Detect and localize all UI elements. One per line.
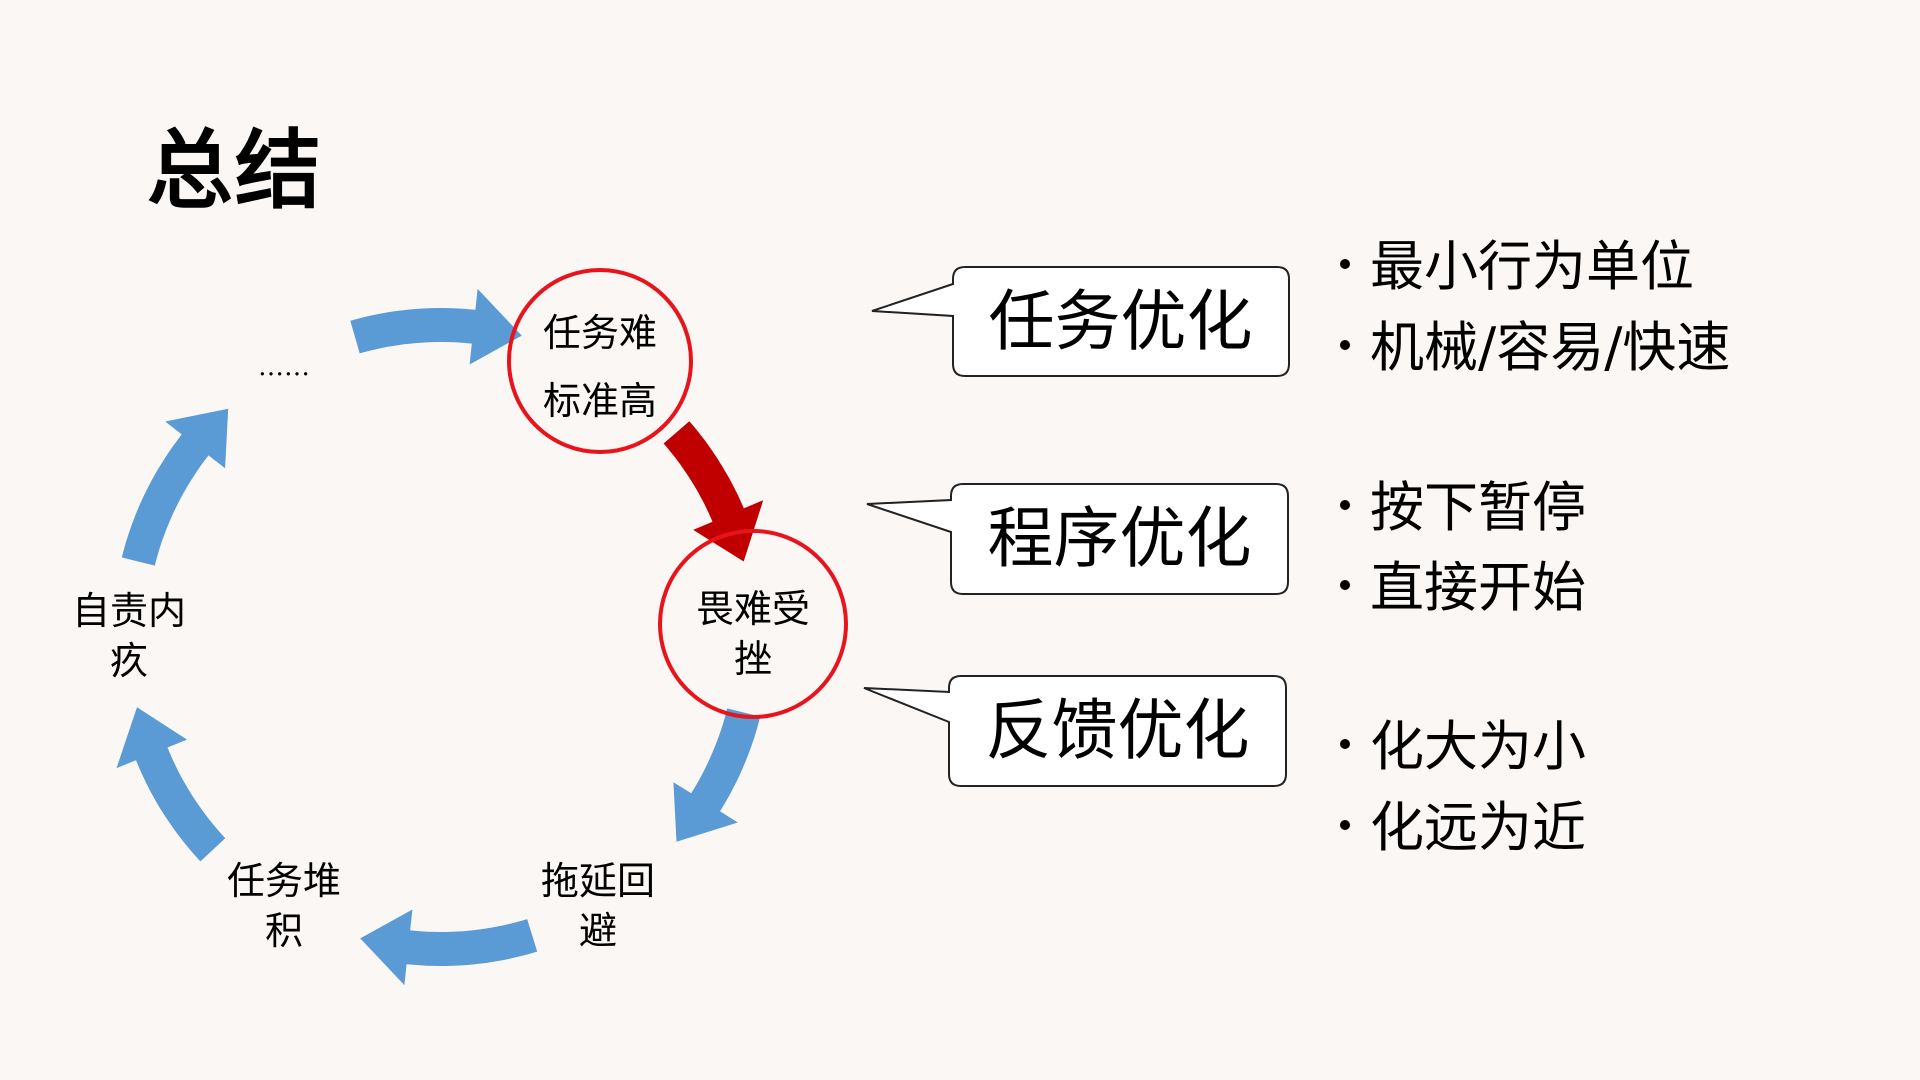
bullet-dot-icon [1340, 340, 1350, 351]
highlight-ring-task-difficult [507, 268, 693, 454]
callout-shape-task [871, 266, 1290, 377]
bullet-dot-icon [1340, 820, 1350, 831]
node-line: 挫 [733, 637, 772, 681]
cycle-arrow-to-task-difficult [350, 288, 522, 365]
node-line: …… [258, 352, 310, 382]
cycle-node-frustration: 畏难受 挫 [653, 584, 853, 684]
bullet-item: 化大为小 [1340, 715, 1586, 779]
callout-shape-procedure [866, 483, 1289, 595]
cycle-arrow-to-self-blame [116, 707, 226, 862]
bullet-text: 化大为小 [1370, 715, 1586, 778]
callout-shape-feedback [863, 675, 1287, 787]
bullet-dot-icon [1340, 500, 1350, 511]
node-line: 自责内 [71, 589, 186, 633]
callout-task-optimization: 任务优化 [988, 283, 1253, 360]
callout-procedure-optimization: 程序优化 [987, 500, 1252, 577]
bullet-item: 化远为近 [1340, 796, 1586, 860]
node-line: 标准高 [542, 379, 657, 423]
cycle-node-task-pileup: 任务堆 积 [184, 856, 384, 956]
cycle-arrow-to-ellipsis [121, 408, 229, 566]
bullet-item: 直接开始 [1340, 556, 1586, 620]
cycle-arrow-to-task-pileup [360, 909, 538, 986]
cycle-node-self-blame: 自责内 疚 [29, 586, 229, 686]
bullet-item: 最小行为单位 [1340, 235, 1694, 299]
node-line: 任务难 [542, 311, 657, 355]
node-line: 任务堆 [226, 859, 341, 903]
node-line: 疚 [109, 639, 148, 683]
cycle-arrow-to-procrastination [673, 708, 761, 842]
bullet-text: 最小行为单位 [1370, 235, 1694, 298]
bullet-dot-icon [1340, 739, 1350, 750]
bullet-text: 按下暂停 [1370, 476, 1586, 539]
bullet-text: 直接开始 [1370, 556, 1586, 619]
page-title: 总结 [147, 121, 323, 221]
cycle-node-ellipsis: …… [184, 342, 384, 392]
bullet-text: 化远为近 [1370, 796, 1586, 859]
bullet-text: 机械/容易/快速 [1370, 316, 1731, 379]
bullet-item: 按下暂停 [1340, 476, 1586, 540]
cycle-arrow-to-frustration [663, 421, 764, 562]
cycle-node-procrastination: 拖延回 避 [498, 856, 698, 956]
highlight-ring-frustration [658, 529, 848, 719]
cycle-node-task-difficult: 任务难 标准高 [500, 308, 700, 426]
bullet-item: 机械/容易/快速 [1340, 316, 1730, 380]
node-line: 避 [578, 909, 617, 953]
node-line: 积 [264, 909, 303, 953]
node-line: 畏难受 [695, 587, 810, 631]
callout-feedback-optimization: 反馈优化 [985, 692, 1250, 769]
bullet-dot-icon [1340, 259, 1350, 270]
node-line: 拖延回 [540, 859, 655, 903]
bullet-dot-icon [1340, 580, 1350, 591]
